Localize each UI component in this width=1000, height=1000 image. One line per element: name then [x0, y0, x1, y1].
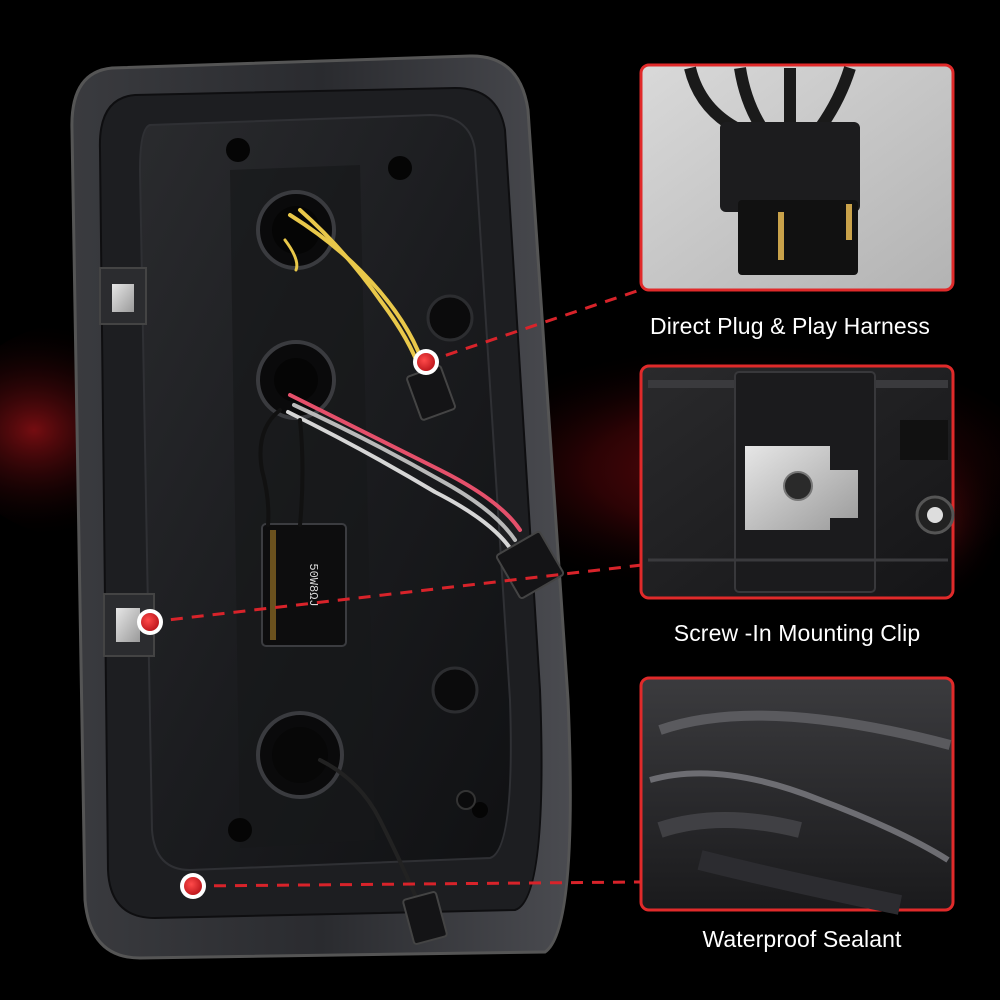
caption-sealant: Waterproof Sealant — [702, 926, 902, 952]
inset-clip — [639, 364, 955, 600]
load-resistor: 50W8ΩJ — [261, 523, 347, 647]
inset-harness — [639, 63, 955, 292]
sealant-image — [649, 710, 952, 915]
callout-line-harness — [413, 288, 641, 375]
housing-clip-upper — [99, 267, 147, 325]
caption-harness: Direct Plug & Play Harness — [650, 313, 930, 339]
harness-connector-image — [684, 66, 860, 275]
connector-plug-bottom — [402, 891, 448, 945]
wiring-harness — [258, 208, 522, 897]
resistor-marking: 50W8ΩJ — [306, 563, 320, 606]
adjuster-knob-top — [426, 294, 474, 342]
mounting-clip-image — [648, 371, 955, 593]
callout-line-sealant — [180, 873, 641, 899]
bulb-socket-top — [256, 190, 336, 270]
tail-light-housing: 50W8ΩJ — [70, 54, 572, 960]
bulb-socket-middle — [256, 340, 336, 420]
inset-sealant — [639, 676, 955, 915]
adjuster-knob-bottom — [431, 666, 479, 714]
callout-line-clip — [137, 563, 643, 635]
caption-clip: Screw -In Mounting Clip — [673, 620, 921, 646]
connector-plug-middle — [495, 530, 565, 600]
housing-holes — [226, 138, 488, 842]
bulb-socket-bottom — [256, 711, 344, 799]
